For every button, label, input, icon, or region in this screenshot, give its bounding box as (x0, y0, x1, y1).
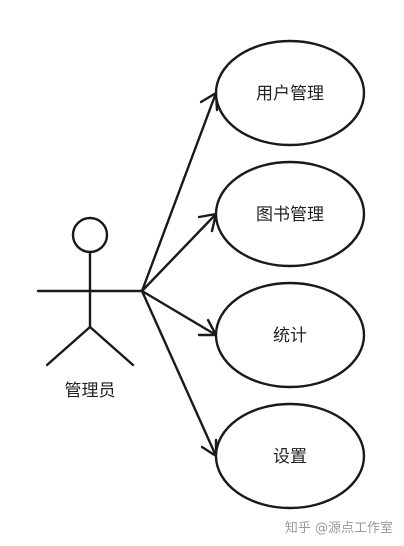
use-case-settings: 设置 (214, 402, 366, 510)
use-case-ellipse (214, 160, 366, 268)
use-case-label: 图书管理 (256, 205, 324, 225)
use-case-ellipse (214, 39, 366, 147)
association-user-management (140, 91, 219, 293)
association-book-management (140, 212, 218, 293)
actor-right-leg (88, 325, 135, 367)
actor-label: 管理员 (65, 381, 116, 401)
use-case-ellipse (214, 281, 366, 389)
actor-head (71, 216, 109, 254)
use-case-user-management: 用户管理 (214, 39, 366, 147)
use-case-book-management: 图书管理 (214, 160, 366, 268)
use-case-ellipse (214, 402, 366, 510)
actor-left-leg (45, 325, 92, 367)
use-case-label: 用户管理 (256, 84, 324, 104)
use-case-label: 统计 (273, 326, 307, 346)
watermark-text: 知乎 @源点工作室 (285, 520, 393, 536)
use-case-statistics: 统计 (214, 281, 366, 389)
use-case-label: 设置 (273, 447, 307, 467)
association-settings (140, 289, 218, 458)
actor-figure (36, 216, 144, 367)
